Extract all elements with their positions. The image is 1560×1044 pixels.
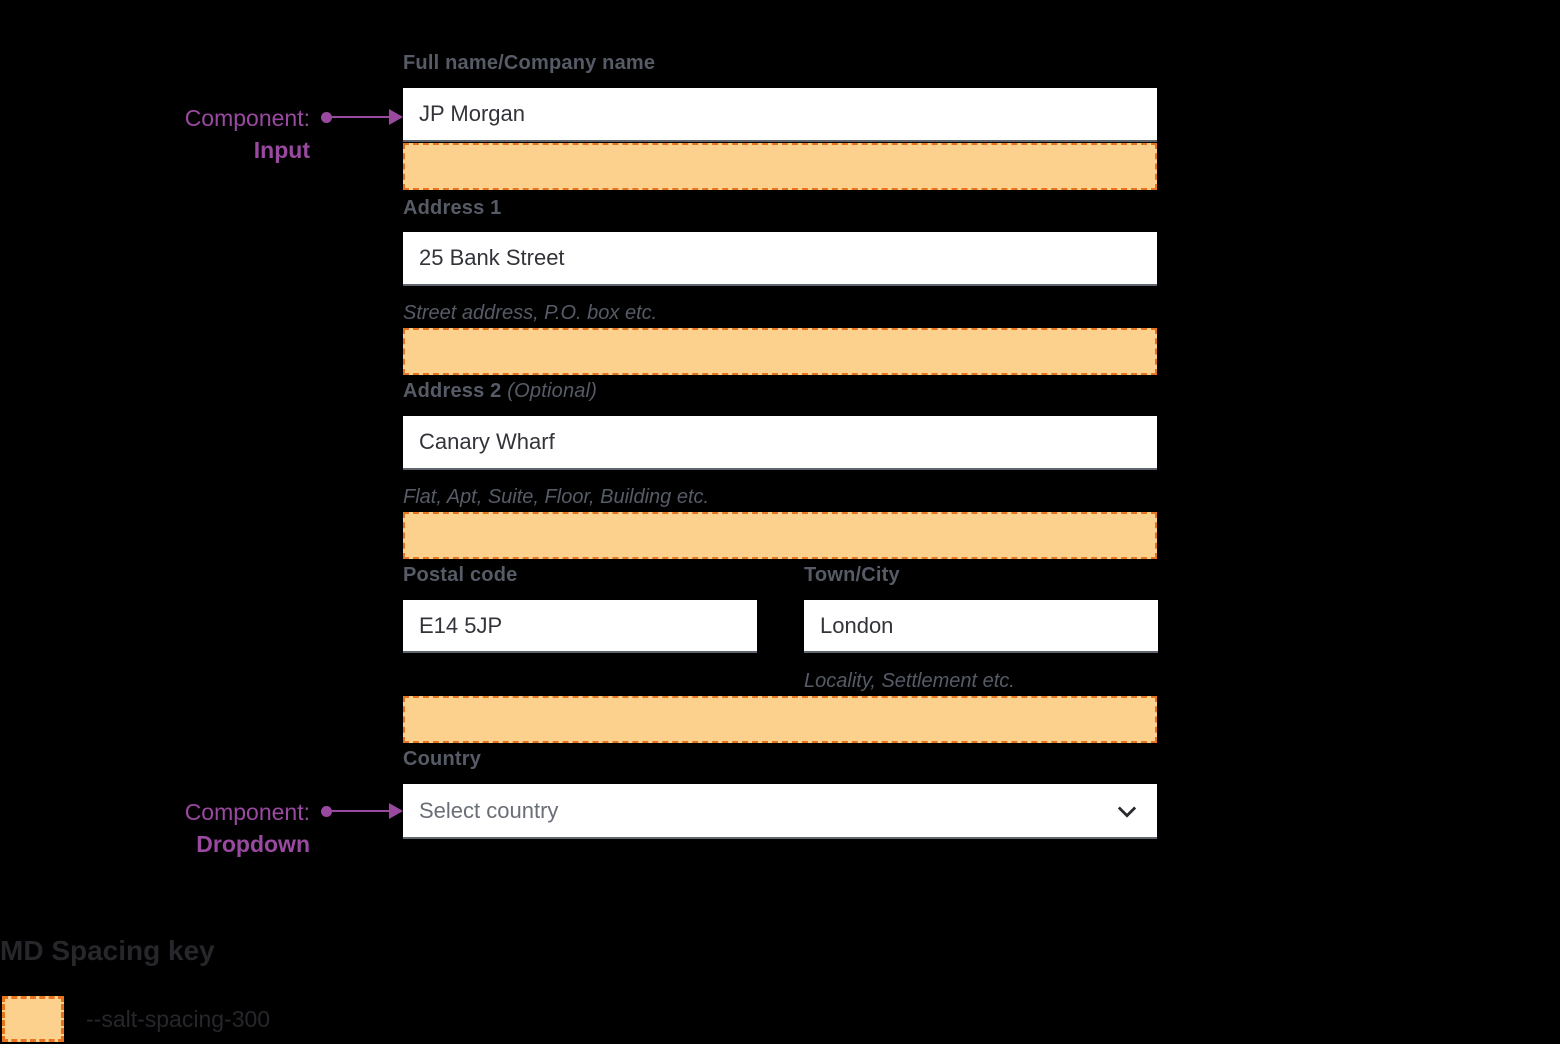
town-city-label: Town/City	[804, 564, 900, 586]
address2-optional-text: (Optional)	[507, 380, 598, 402]
address2-helper-text: Flat, Apt, Suite, Floor, Building etc.	[403, 486, 710, 508]
address1-input[interactable]	[403, 232, 1157, 286]
country-dropdown[interactable]: Select country	[403, 784, 1157, 839]
arrow-dot	[321, 805, 332, 817]
annotation-component-name: Input	[253, 137, 310, 163]
spacing-key-swatch	[2, 996, 64, 1042]
chevron-down-icon	[1117, 806, 1137, 818]
salt-spacing-300-block	[403, 512, 1157, 559]
arrow-dot	[321, 111, 332, 123]
town-city-helper-text: Locality, Settlement etc.	[804, 670, 1015, 692]
arrow-line	[332, 116, 389, 118]
address1-helper-text: Street address, P.O. box etc.	[403, 302, 658, 324]
full-name-label: Full name/Company name	[403, 52, 656, 74]
salt-spacing-300-block	[403, 696, 1157, 743]
annotation-component-name: Dropdown	[196, 831, 310, 857]
spacing-key-token-label: --salt-spacing-300	[86, 1006, 271, 1032]
postal-code-input[interactable]	[403, 600, 757, 653]
postal-code-label: Postal code	[403, 564, 518, 586]
arrow-head-icon	[389, 803, 403, 819]
country-dropdown-placeholder: Select country	[419, 797, 559, 823]
annotation-label-dropdown: Component: Dropdown	[110, 796, 310, 860]
salt-spacing-300-block	[403, 143, 1157, 190]
address2-label: Address 2 (Optional)	[403, 378, 597, 404]
annotation-prefix: Component:	[184, 799, 310, 825]
full-name-input[interactable]	[403, 88, 1157, 142]
annotation-arrow-input	[321, 109, 403, 125]
address2-label-text: Address 2	[403, 380, 502, 402]
arrow-head-icon	[389, 109, 403, 125]
annotation-arrow-dropdown	[321, 803, 403, 819]
salt-spacing-300-block	[403, 328, 1157, 375]
town-city-input[interactable]	[804, 600, 1158, 653]
arrow-line	[332, 810, 389, 812]
annotation-prefix: Component:	[184, 105, 310, 131]
country-label: Country	[403, 748, 482, 770]
address2-input[interactable]	[403, 416, 1157, 470]
address1-label: Address 1	[403, 197, 502, 219]
annotation-label-input: Component: Input	[110, 102, 310, 166]
spacing-key-title: MD Spacing key	[0, 935, 215, 966]
